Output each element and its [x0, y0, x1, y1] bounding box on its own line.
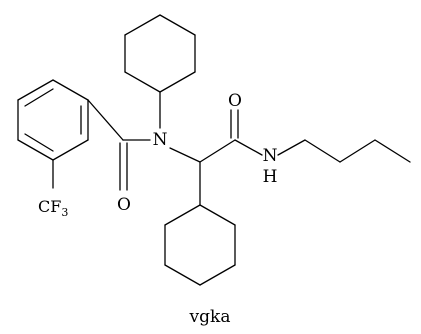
atom-label-h-nh: H: [263, 167, 278, 187]
atom-label-n-nh: N: [263, 146, 278, 166]
bond-lines: [17, 14, 411, 286]
atom-label-o-right: O: [228, 91, 242, 111]
compound-caption: vgka: [189, 307, 231, 327]
atom-label-cf3: CF3: [38, 197, 68, 219]
atom-label-n-amide: N: [153, 130, 168, 150]
atom-label-o-left: O: [117, 195, 131, 215]
